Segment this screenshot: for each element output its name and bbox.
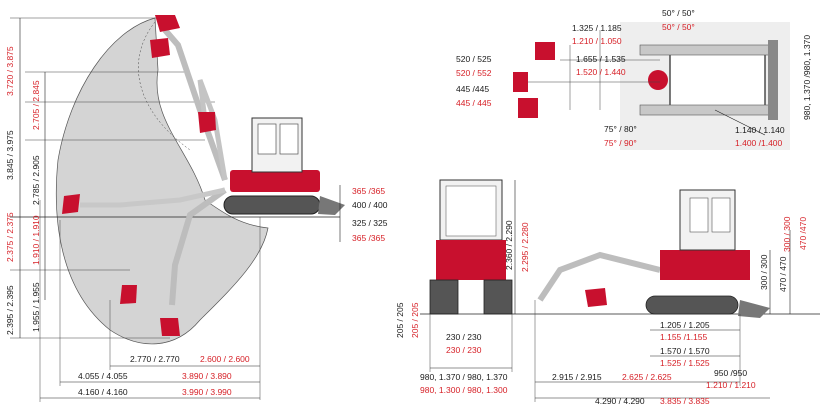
side-v2-black: 3.845 / 3.975 xyxy=(5,130,15,180)
front-h2-black: 205 / 205 xyxy=(395,302,405,338)
bucket-low xyxy=(120,285,137,304)
side-v3-red-b: 1.910 / 1.910 xyxy=(31,215,41,265)
profile-r2-red: 470 /470 xyxy=(798,217,808,250)
front-view-labels: 2.360 / 2.290 2.295 / 2.280 205 / 205 20… xyxy=(395,220,530,395)
side-bottom-3-red: 3.990 / 3.990 xyxy=(182,387,232,397)
top-bucket-3 xyxy=(518,98,538,118)
profile-bucket xyxy=(585,288,607,307)
side-bottom-2-black: 4.055 / 4.055 xyxy=(78,371,128,381)
top-b2-red: 445 / 445 xyxy=(456,98,492,108)
side-bottom-3-black: 4.160 / 4.160 xyxy=(78,387,128,397)
bucket-bottom xyxy=(160,318,180,336)
top-w1-black: 1.325 / 1.185 xyxy=(572,23,622,33)
side-right-3: 325 / 325 xyxy=(352,218,388,228)
profile-boom xyxy=(537,251,661,302)
arm-poses xyxy=(80,28,228,306)
top-angle-bot-red: 75° / 90° xyxy=(604,138,637,148)
top-b1-red: 520 / 552 xyxy=(456,68,492,78)
profile-d2-black: 1.570 / 1.570 xyxy=(660,346,710,356)
side-right-4: 365 /365 xyxy=(352,233,385,243)
top-dim-t xyxy=(714,109,766,136)
top-angle-black: 50° / 50° xyxy=(662,8,695,18)
side-v2-red: 2.785 / 2.905 xyxy=(31,155,41,205)
bucket-left xyxy=(62,194,80,214)
front-w-black: 230 / 230 xyxy=(446,332,482,342)
front-track-black: 980, 1.370 / 980, 1.370 xyxy=(420,372,508,382)
top-bucket-1 xyxy=(535,42,555,60)
top-w2-black: 1.655 / 1.535 xyxy=(576,54,626,64)
top-t-red: 1.400 /1.400 xyxy=(735,138,783,148)
side-bottom-1-black: 2.770 / 2.770 xyxy=(130,354,180,364)
profile-r1-black: 300 / 300 xyxy=(759,254,769,290)
top-angle-red: 50° / 50° xyxy=(662,22,695,32)
front-view xyxy=(420,179,820,372)
front-track-red: 980, 1.300 / 980, 1.300 xyxy=(420,385,508,395)
front-w-red: 230 / 230 xyxy=(446,345,482,355)
side-right-1: 365 /365 xyxy=(352,186,385,196)
bucket-top xyxy=(155,15,180,32)
top-view xyxy=(513,22,790,150)
top-t-black: 1.140 / 1.140 xyxy=(735,125,785,135)
profile-d3-black: 2.915 / 2.915 xyxy=(552,372,602,382)
profile-r1-red: 300 / 300 xyxy=(782,216,792,252)
profile-d4-black: 950 /950 xyxy=(714,368,747,378)
profile-r2-black: 470 / 470 xyxy=(778,256,788,292)
profile-d3-red: 2.625 / 2.625 xyxy=(622,372,672,382)
bucket-mid xyxy=(198,112,216,133)
side-view-labels: 3.720 / 3.875 2.705 / 2.845 3.845 / 3.97… xyxy=(5,46,388,397)
top-b1-black: 520 / 525 xyxy=(456,54,492,64)
side-v3-red: 2.375 / 2.375 xyxy=(5,212,15,262)
profile-d2-red: 1.525 / 1.525 xyxy=(660,358,710,368)
bucket-upper xyxy=(150,38,170,58)
profile-view xyxy=(534,189,791,402)
profile-view-labels: 300 / 300 300 / 300 470 / 470 470 /470 1… xyxy=(552,216,808,406)
side-v1-black: 3.720 / 3.875 xyxy=(5,46,15,96)
profile-d5-red: 3.835 / 3.835 xyxy=(660,396,710,406)
profile-d5-black: 4.290 / 4.290 xyxy=(595,396,645,406)
envelope-inner-curve xyxy=(138,21,191,151)
front-h2-red: 205 / 205 xyxy=(410,302,420,338)
side-v1-red: 2.705 / 2.845 xyxy=(31,80,41,130)
side-v4-black-b: 1.955 / 1.955 xyxy=(31,282,41,332)
front-h1-red: 2.295 / 2.280 xyxy=(520,222,530,272)
top-w2-red: 1.520 / 1.440 xyxy=(576,67,626,77)
top-w1-red: 1.210 / 1.050 xyxy=(572,36,622,46)
top-angle-bot-black: 75° / 80° xyxy=(604,124,637,134)
top-b2-black: 445 /445 xyxy=(456,84,489,94)
excavator-side xyxy=(223,117,345,215)
profile-d4-red: 1.210 / 1.210 xyxy=(706,380,756,390)
side-bottom-1-red: 2.600 / 2.600 xyxy=(200,354,250,364)
side-bottom-2-red: 3.890 / 3.890 xyxy=(182,371,232,381)
working-envelope-view xyxy=(10,15,345,402)
top-view-labels: 50° / 50° 50° / 50° 1.325 / 1.185 1.210 … xyxy=(456,8,812,148)
side-v4-black: 2.395 / 2.395 xyxy=(5,285,15,335)
front-h1-black: 2.360 / 2.290 xyxy=(504,220,514,270)
top-blade-width: 980, 1.370 /980, 1.370 xyxy=(802,35,812,120)
working-range-envelope xyxy=(55,17,269,345)
side-right-2: 400 / 400 xyxy=(352,200,388,210)
profile-d1-red: 1.155 /1.155 xyxy=(660,332,708,342)
top-bucket-2 xyxy=(513,72,528,92)
profile-d1-black: 1.205 / 1.205 xyxy=(660,320,710,330)
